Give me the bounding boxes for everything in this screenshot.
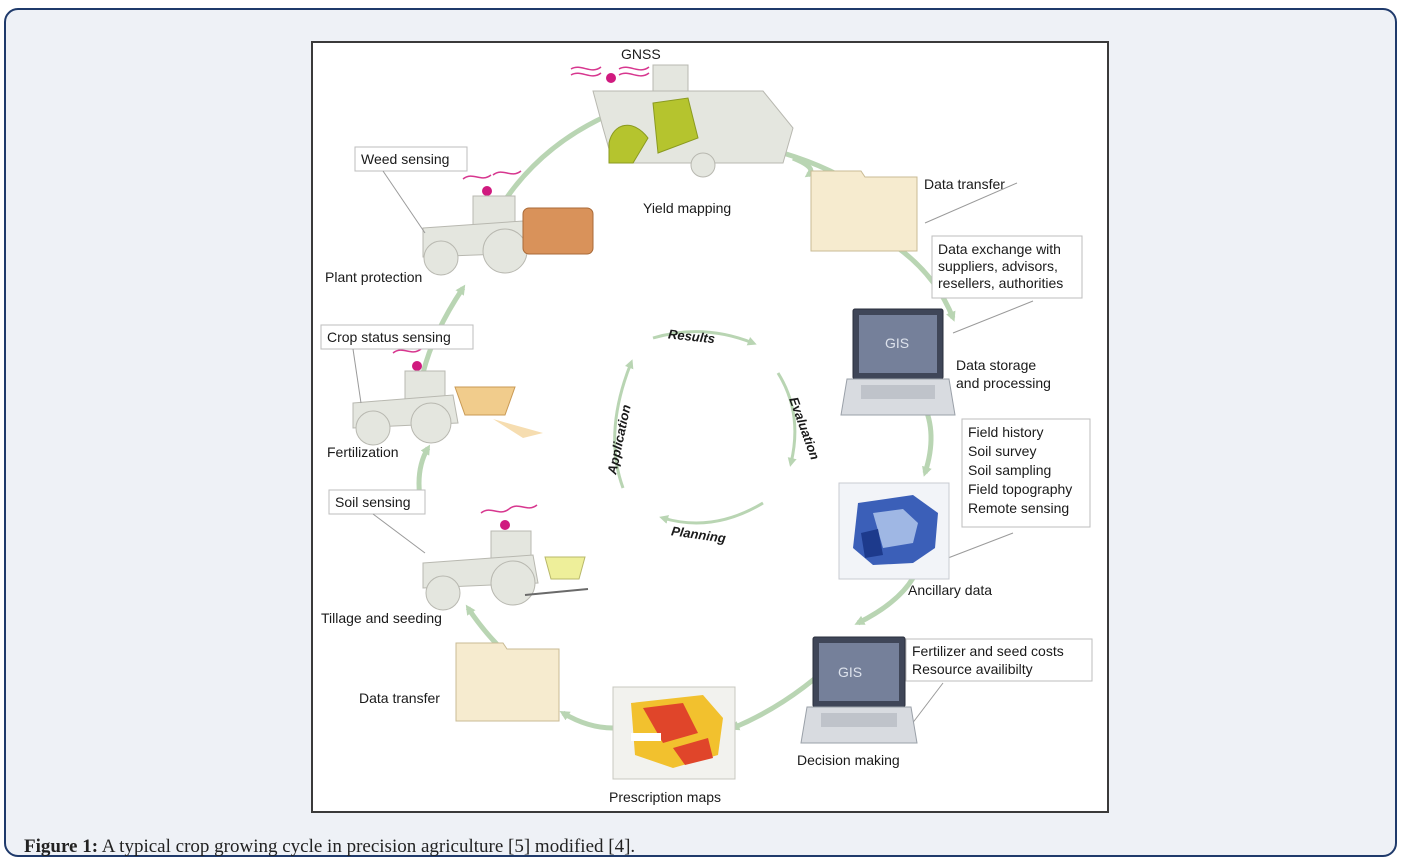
decision-making-label: Decision making <box>797 752 900 768</box>
figure-caption: Figure 1: A typical crop growing cycle i… <box>24 836 635 858</box>
weed-sensing-label: Weed sensing <box>361 151 449 167</box>
ancillary-item-1: Field history <box>968 424 1043 440</box>
data-exchange-line-3: resellers, authorities <box>938 275 1063 291</box>
plant-protection-tractor-icon <box>422 170 594 276</box>
crop-status-sensing-box <box>320 324 474 350</box>
laptop-gis-decision-icon <box>800 636 918 744</box>
costs-box <box>905 638 1093 682</box>
costs-line-1: Fertilizer and seed costs <box>912 643 1064 659</box>
data-exchange-line-1: Data exchange with <box>938 241 1061 257</box>
yield-mapping-label: Yield mapping <box>643 200 731 216</box>
ancillary-data-label: Ancillary data <box>908 582 992 598</box>
data-transfer-bottom-label: Data transfer <box>359 690 440 706</box>
data-transfer-top-label: Data transfer <box>924 176 1005 192</box>
prescription-map-icon <box>612 686 736 780</box>
ancillary-item-5: Remote sensing <box>968 500 1069 516</box>
laptop-gis-storage-icon <box>840 308 956 416</box>
fertilization-tractor-icon <box>352 344 543 446</box>
caption-text: A typical crop growing cycle in precisio… <box>98 836 636 857</box>
inner-evaluation-label: Evaluation <box>786 395 823 462</box>
plant-protection-label: Plant protection <box>325 269 422 285</box>
fertilization-label: Fertilization <box>327 444 399 460</box>
tillage-tractor-icon <box>422 504 589 611</box>
ancillary-item-3: Soil sampling <box>968 462 1051 478</box>
precision-agriculture-cycle-figure: Results Evaluation Planning Application … <box>311 41 1109 813</box>
ancillary-list-box <box>961 418 1091 528</box>
data-exchange-box <box>931 235 1083 299</box>
caption-prefix: Figure 1: <box>24 836 99 857</box>
data-transfer-bottom-folder-icon <box>455 642 560 722</box>
tillage-seeding-label: Tillage and seeding <box>321 610 442 626</box>
data-storage-line-2: and processing <box>956 375 1051 391</box>
ancillary-item-2: Soil survey <box>968 443 1036 459</box>
inner-planning-label: Planning <box>670 523 727 546</box>
cycle-diagram: Results Evaluation Planning Application … <box>320 46 1093 805</box>
crop-status-sensing-label: Crop status sensing <box>327 329 451 345</box>
inner-cycle <box>613 330 797 525</box>
weed-sensing-box <box>354 146 468 172</box>
gis-label-2: GIS <box>838 664 862 680</box>
gis-label-1: GIS <box>885 335 909 351</box>
gnss-label: GNSS <box>621 46 661 62</box>
ancillary-item-4: Field topography <box>968 481 1072 497</box>
inner-results-label: Results <box>667 326 715 346</box>
soil-sensing-box <box>328 489 426 515</box>
figure-frame: Results Evaluation Planning Application … <box>4 8 1397 857</box>
inner-application-label: Application <box>604 403 634 476</box>
ancillary-data-map-icon <box>838 482 950 580</box>
combine-harvester-icon <box>570 64 794 178</box>
soil-sensing-label: Soil sensing <box>335 494 411 510</box>
data-storage-line-1: Data storage <box>956 357 1036 373</box>
costs-line-2: Resource availibilty <box>912 661 1033 677</box>
data-transfer-top-folder-icon <box>810 170 918 252</box>
prescription-maps-label: Prescription maps <box>609 789 721 805</box>
data-exchange-line-2: suppliers, advisors, <box>938 258 1058 274</box>
